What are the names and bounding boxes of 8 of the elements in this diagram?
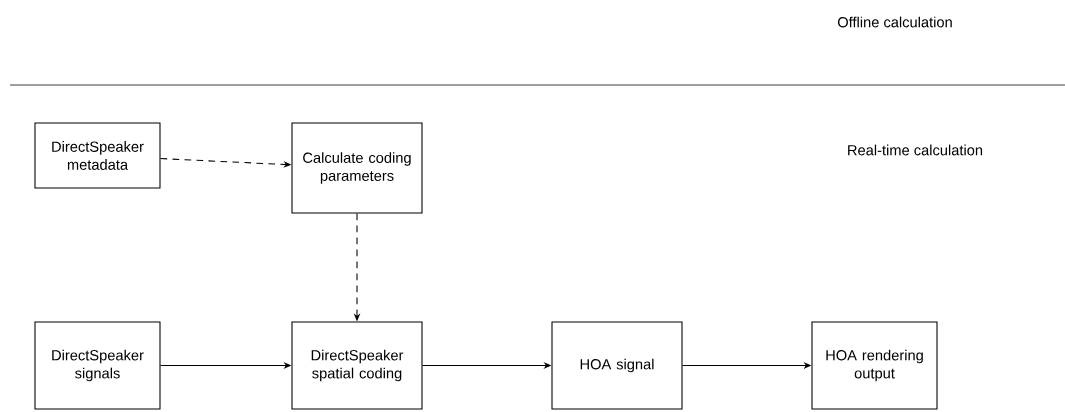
section-label: Real-time calculation <box>848 144 983 156</box>
process-box: DirectSpeaker metadata <box>34 122 161 189</box>
process-box: DirectSpeaker signals <box>34 321 161 410</box>
section-label: Offline calculation <box>837 16 952 28</box>
process-box: DirectSpeaker spatial coding <box>291 321 423 410</box>
process-box: HOA signal <box>551 321 683 410</box>
process-box: HOA rendering output <box>811 321 938 410</box>
process-box: Calculate coding parameters <box>291 122 423 214</box>
